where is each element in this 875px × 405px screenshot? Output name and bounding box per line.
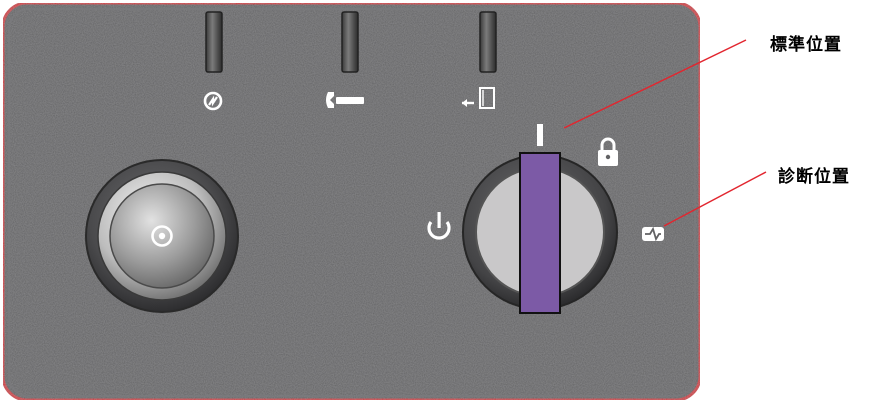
callout-leader-normal: [563, 39, 747, 129]
service-required-icon: [326, 92, 364, 108]
locked-position-icon: [598, 137, 618, 166]
power-button-indicator-icon: [151, 225, 173, 247]
keyswitch[interactable]: [462, 152, 618, 314]
callout-label-normal-position: 標準位置: [770, 35, 842, 55]
status-led-activity: [205, 11, 223, 73]
diagnostics-position-icon: [642, 226, 664, 242]
callout-label-diagnostics-position: 診断位置: [778, 167, 850, 187]
status-led-locator: [479, 11, 497, 73]
normal-position-marker: [537, 124, 543, 146]
system-activity-icon: [203, 91, 223, 111]
power-off-icon: [427, 212, 451, 240]
keyswitch-handle[interactable]: [519, 152, 561, 314]
locator-icon: [462, 87, 495, 109]
status-led-service: [341, 11, 359, 73]
callout-leader-diagnostics: [663, 171, 767, 227]
power-button[interactable]: [85, 159, 239, 313]
